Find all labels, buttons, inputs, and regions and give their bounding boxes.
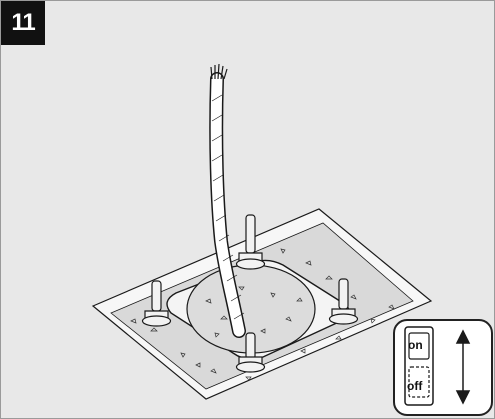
switch-on-label: on — [408, 338, 423, 352]
step-number-badge: 11 — [1, 1, 45, 45]
wire-strands — [210, 63, 228, 80]
concrete-speckles — [130, 248, 395, 381]
double-arrow-icon — [455, 329, 471, 405]
anchor-bolt-icon — [141, 214, 359, 373]
on-off-switch-panel: on off — [393, 319, 493, 416]
switch-off-label: off — [407, 379, 423, 393]
on-off-switch-icon — [404, 326, 471, 406]
